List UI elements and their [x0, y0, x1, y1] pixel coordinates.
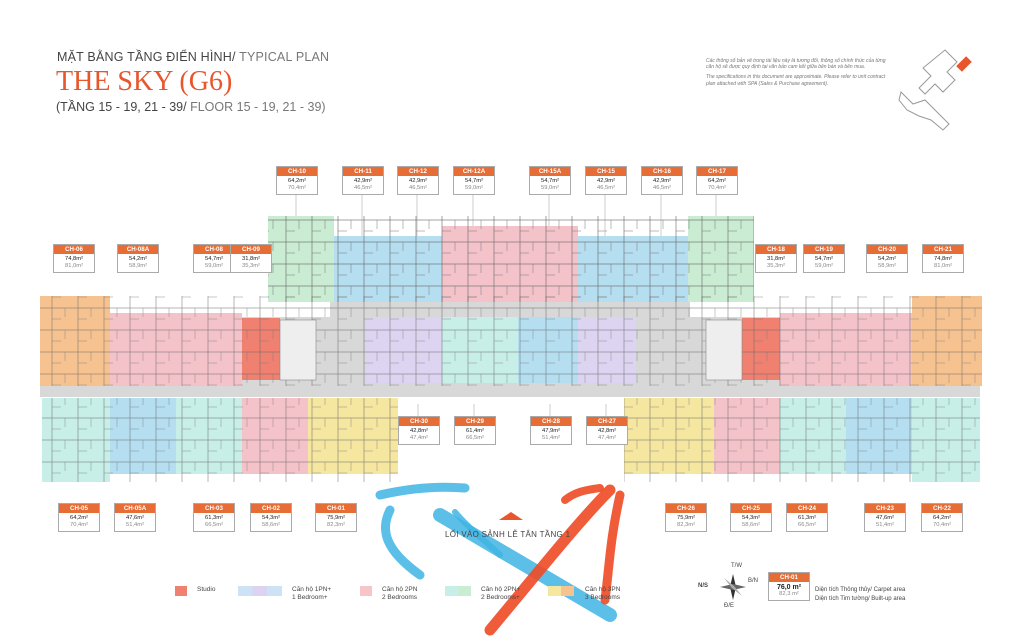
area-example-built: 82,3 m² — [779, 591, 799, 597]
legend-swatch-1pn — [238, 586, 282, 596]
area-example-code: CH-01 — [769, 573, 809, 582]
tower-top — [268, 216, 754, 302]
legend-swatch-3pn — [548, 586, 574, 596]
leader-lines — [295, 194, 717, 416]
legend-swatch-studio — [175, 586, 187, 596]
tower-bottom — [42, 398, 980, 482]
compass-east: B/N — [748, 578, 759, 584]
legend-swatch-2pn-plus — [445, 586, 471, 596]
lobby-arrow-icon — [499, 512, 523, 520]
annotation-scribbles — [375, 482, 625, 636]
compass-west: N/S — [698, 583, 709, 589]
key-plan-icon — [898, 49, 972, 131]
legend-item-1pn: Căn hộ 1PN+1 Bedroom+ — [292, 586, 332, 601]
page-title: THE SKY (G6) — [56, 66, 233, 97]
legend-item-2pn-plus: Căn hộ 2PN+2 Bedrooms+ — [481, 586, 521, 601]
lobby-entrance-label: LỐI VÀO SẢNH LỄ TÂN TẦNG 1 — [445, 530, 571, 539]
plan-heading-vi: MẶT BẰNG TẦNG ĐIỂN HÌNH/ — [57, 50, 236, 64]
compass-north: T/W — [731, 563, 742, 569]
area-example: CH-01 76,0 m² 82,3 m² — [768, 572, 810, 601]
compass-rose-icon — [720, 574, 746, 600]
built-up-area-note: Diện tích Tim tường/ Built-up area — [815, 596, 906, 602]
legend-item-studio: Studio — [197, 586, 216, 593]
plan-heading: MẶT BẰNG TẦNG ĐIỂN HÌNH/ TYPICAL PLAN — [57, 50, 329, 64]
tower-middle — [40, 296, 982, 386]
disclaimer-en: The specifications in this document are … — [706, 74, 886, 87]
disclaimer-vi: Các thông số bản vẽ trong tài liệu này l… — [706, 58, 886, 71]
floor-range-vi: (TẦNG 15 - 19, 21 - 39/ — [56, 100, 187, 114]
legend-swatch-2pn — [360, 586, 372, 596]
carpet-area-note: Diện tích Thông thủy/ Carpet area — [815, 587, 906, 593]
area-example-carpet: 76,0 m² — [776, 584, 802, 591]
floor-range-en: FLOOR 15 - 19, 21 - 39) — [186, 100, 326, 114]
floor-range: (TẦNG 15 - 19, 21 - 39/ FLOOR 15 - 19, 2… — [56, 100, 326, 114]
disclaimer: Các thông số bản vẽ trong tài liệu này l… — [706, 58, 886, 87]
plan-heading-en: TYPICAL PLAN — [235, 50, 330, 64]
compass-south: Đ/E — [724, 603, 735, 609]
area-example-notes: Diện tích Thông thủy/ Carpet area Diện t… — [815, 586, 905, 604]
